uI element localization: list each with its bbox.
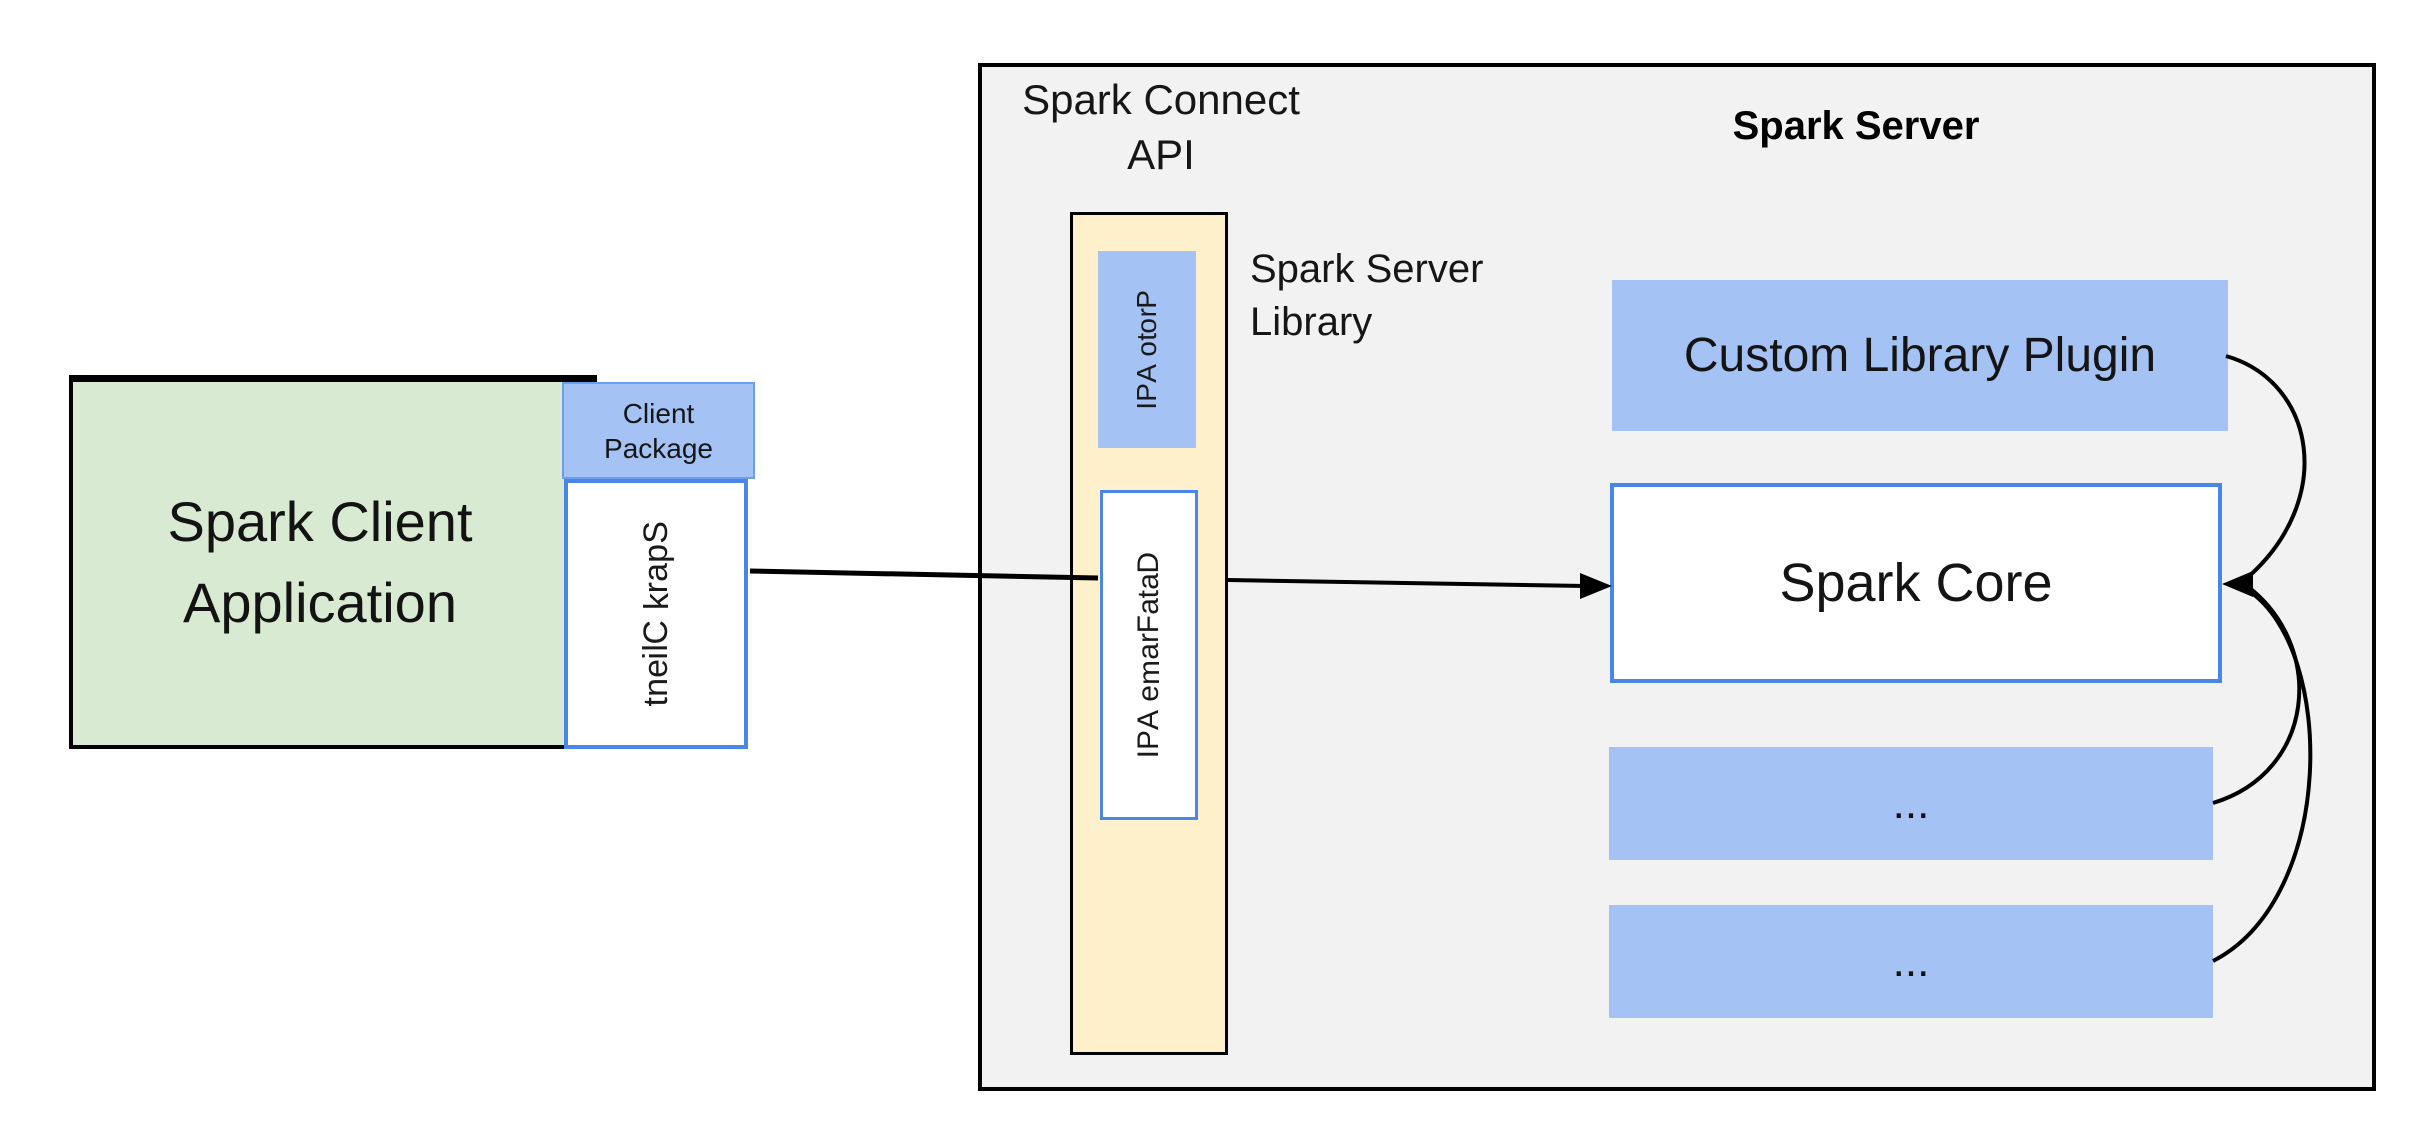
spark-client-application-box: Spark Client Application <box>69 379 567 749</box>
plugin-placeholder-box-1: ... <box>1609 747 2213 860</box>
custom-library-plugin-label: Custom Library Plugin <box>1683 329 2157 382</box>
spark-client-application-label: Spark Client Application <box>167 489 473 634</box>
custom-library-plugin-box: Custom Library Plugin <box>1612 280 2228 431</box>
client-package-box: Client Package <box>562 382 755 479</box>
ellipsis-label: ... <box>1892 936 1930 986</box>
spark-core-box: Spark Core <box>1610 483 2222 683</box>
ellipsis-label: ... <box>1892 778 1930 828</box>
plugin-placeholder-box-2: ... <box>1609 905 2213 1018</box>
spark-server-library-label: Spark Server Library <box>1250 247 1484 345</box>
spark-connect-api-label: Spark Connect API <box>1022 76 1300 179</box>
spark-server-title: Spark Server <box>1732 104 1980 148</box>
spark-core-label: Spark Core <box>1779 553 2053 613</box>
client-package-label: Client Package <box>604 397 713 464</box>
client-box-top-edge-line <box>69 375 597 382</box>
